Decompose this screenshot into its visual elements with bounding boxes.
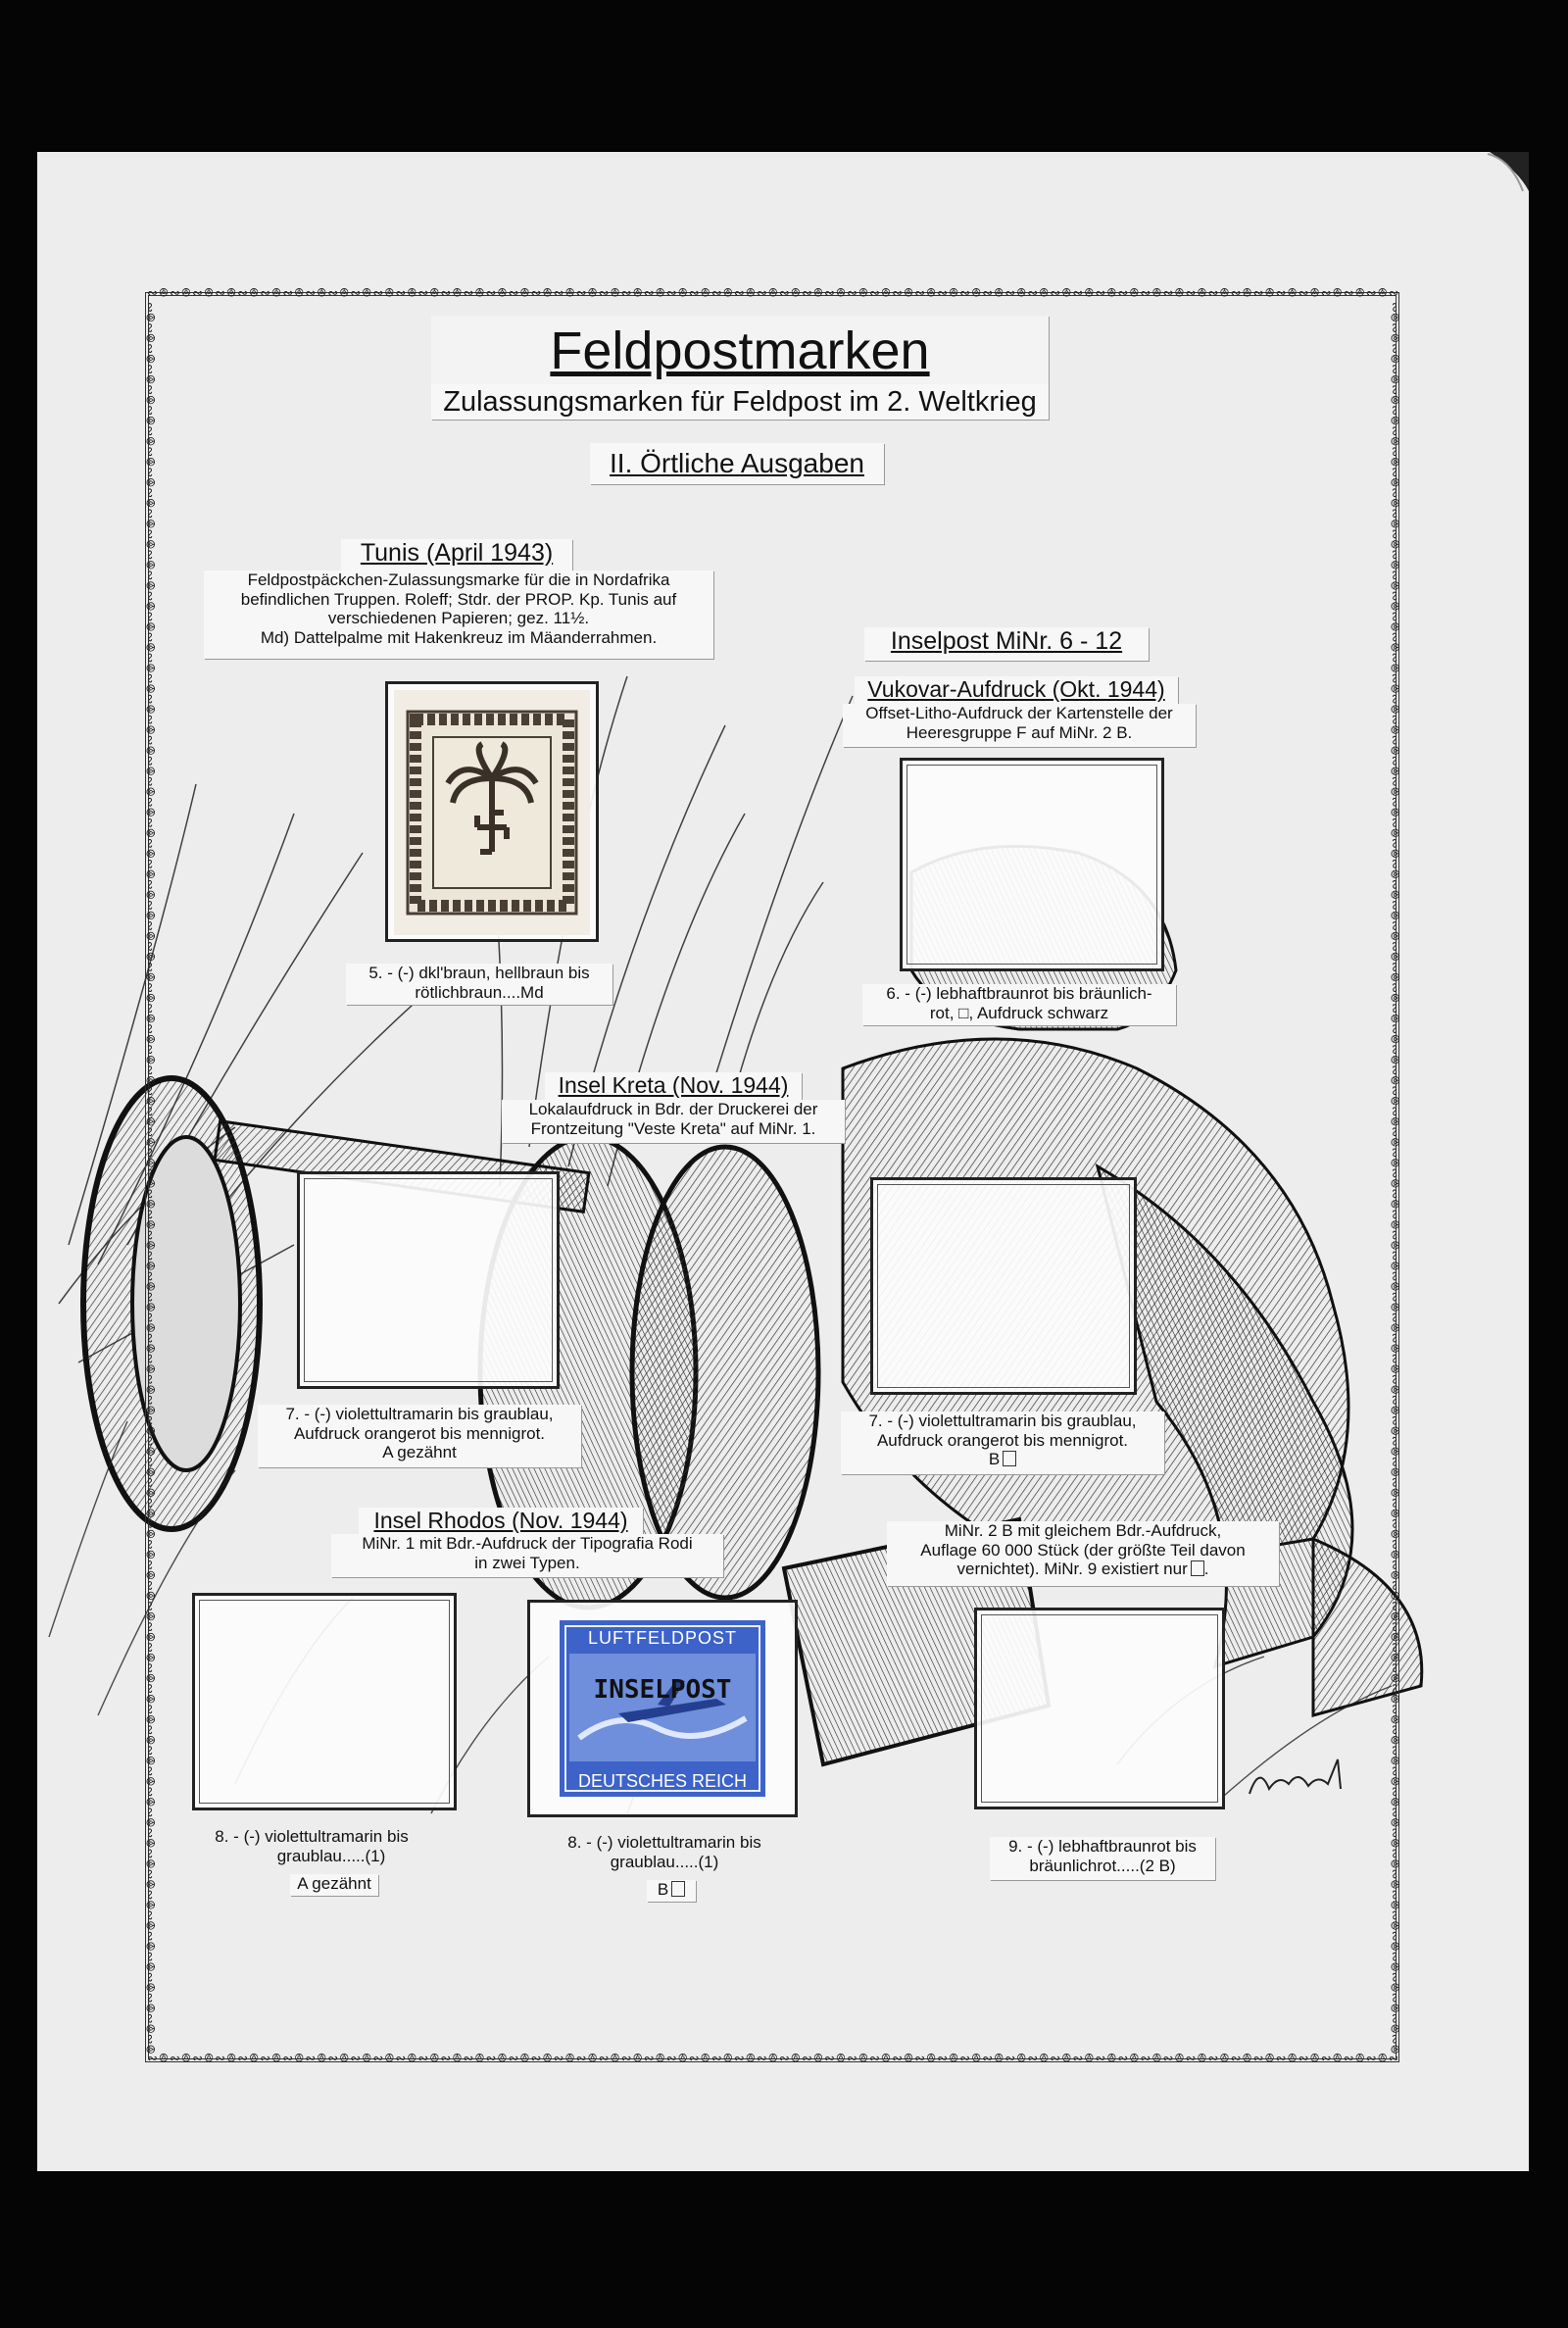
- vukovar-heading: Vukovar-Aufdruck (Okt. 1944): [855, 676, 1178, 706]
- page-title: Feldpostmarken: [431, 316, 1049, 386]
- kreta-caption-b: 7. - (-) violettultramarin bis graublau,…: [841, 1412, 1164, 1474]
- section-heading: II. Örtliche Ausgaben: [590, 443, 884, 484]
- rhodos-note: MiNr. 2 B mit gleichem Bdr.-Aufdruck, Au…: [887, 1521, 1279, 1586]
- inselpost-overprint: INSELPOST: [593, 1675, 732, 1705]
- palm-swastika-stamp: [394, 690, 590, 935]
- border-pattern-left: ∾ꔮ∾ꔮ∾ꔮ∾ꔮ∾ꔮ∾ꔮ∾ꔮ∾ꔮ∾ꔮ∾ꔮ∾ꔮ∾ꔮ∾ꔮ∾ꔮ∾ꔮ∾ꔮ∾ꔮ∾ꔮ∾ꔮ∾ꔮ…: [143, 302, 157, 2055]
- inselpost-heading: Inselpost MiNr. 6 - 12: [864, 627, 1149, 661]
- vukovar-description: Offset-Litho-Aufdruck der Kartenstelle d…: [843, 704, 1196, 747]
- vukovar-caption: 6. - (-) lebhaftbraunrot bis bräunlich- …: [862, 984, 1176, 1025]
- border-pattern-top: ∾ꔮ∾ꔮ∾ꔮ∾ꔮ∾ꔮ∾ꔮ∾ꔮ∾ꔮ∾ꔮ∾ꔮ∾ꔮ∾ꔮ∾ꔮ∾ꔮ∾ꔮ∾ꔮ∾ꔮ∾ꔮ∾ꔮ∾ꔮ…: [147, 287, 1397, 301]
- stamp-mount-rhodos-b: LUFTFELDPOST INSELPOST DEUTSCHES REICH: [527, 1600, 798, 1817]
- kreta-heading: Insel Kreta (Nov. 1944): [545, 1072, 802, 1102]
- tunis-caption: 5. - (-) dkl'braun, hellbraun bis rötlic…: [346, 964, 612, 1005]
- rhodos-heading: Insel Rhodos (Nov. 1944): [359, 1508, 643, 1537]
- stamp-mount-vukovar-empty: [900, 758, 1164, 971]
- inselpost-stamp: [560, 1620, 765, 1797]
- stamp-mount-rhodos-9-empty: [974, 1608, 1225, 1809]
- imperforate-symbol: [1190, 1560, 1204, 1577]
- imperforate-symbol: [1003, 1451, 1017, 1467]
- tunis-description: Feldpostpäckchen-Zulassungsmarke für die…: [204, 570, 713, 659]
- kreta-caption-a: 7. - (-) violettultramarin bis graublau,…: [258, 1405, 581, 1467]
- page-subtitle: Zulassungsmarken für Feldpost im 2. Welt…: [431, 384, 1049, 420]
- artist-signature: [1249, 1758, 1342, 1795]
- rhodos-caption-b-perf: B: [647, 1880, 696, 1902]
- stamp-mount-tunis: [385, 681, 599, 942]
- border-pattern-right: ∾ꔮ∾ꔮ∾ꔮ∾ꔮ∾ꔮ∾ꔮ∾ꔮ∾ꔮ∾ꔮ∾ꔮ∾ꔮ∾ꔮ∾ꔮ∾ꔮ∾ꔮ∾ꔮ∾ꔮ∾ꔮ∾ꔮ∾ꔮ…: [1388, 302, 1401, 2055]
- stamp-mount-kreta-a-empty: [297, 1171, 560, 1389]
- stamp-mount-kreta-b-empty: [870, 1177, 1137, 1395]
- imperforate-symbol: [671, 1881, 686, 1897]
- inselpost-stamp-bottom: DEUTSCHES REICH: [577, 1771, 748, 1791]
- stamp-mount-rhodos-a-empty: [192, 1593, 457, 1810]
- tunis-heading: Tunis (April 1943): [341, 539, 572, 570]
- decorative-border: [145, 292, 1399, 2062]
- border-pattern-bottom: ∾ꔮ∾ꔮ∾ꔮ∾ꔮ∾ꔮ∾ꔮ∾ꔮ∾ꔮ∾ꔮ∾ꔮ∾ꔮ∾ꔮ∾ꔮ∾ꔮ∾ꔮ∾ꔮ∾ꔮ∾ꔮ∾ꔮ∾ꔮ…: [147, 2053, 1397, 2066]
- inselpost-stamp-top: LUFTFELDPOST: [587, 1628, 738, 1648]
- rhodos-caption-a: 8. - (-) violettultramarin bis graublau.…: [215, 1827, 409, 1865]
- rhodos-caption-9: 9. - (-) lebhaftbraunrot bis bräunlichro…: [990, 1837, 1215, 1880]
- page-corner-curl: [1487, 152, 1529, 192]
- rhodos-description: MiNr. 1 mit Bdr.-Aufdruck der Tipografia…: [331, 1534, 723, 1577]
- rhodos-caption-a-perf: A gezähnt: [290, 1874, 378, 1896]
- rhodos-caption-b: 8. - (-) violettultramarin bis graublau.…: [567, 1833, 761, 1871]
- kreta-description: Lokalaufdruck in Bdr. der Druckerei der …: [502, 1100, 845, 1143]
